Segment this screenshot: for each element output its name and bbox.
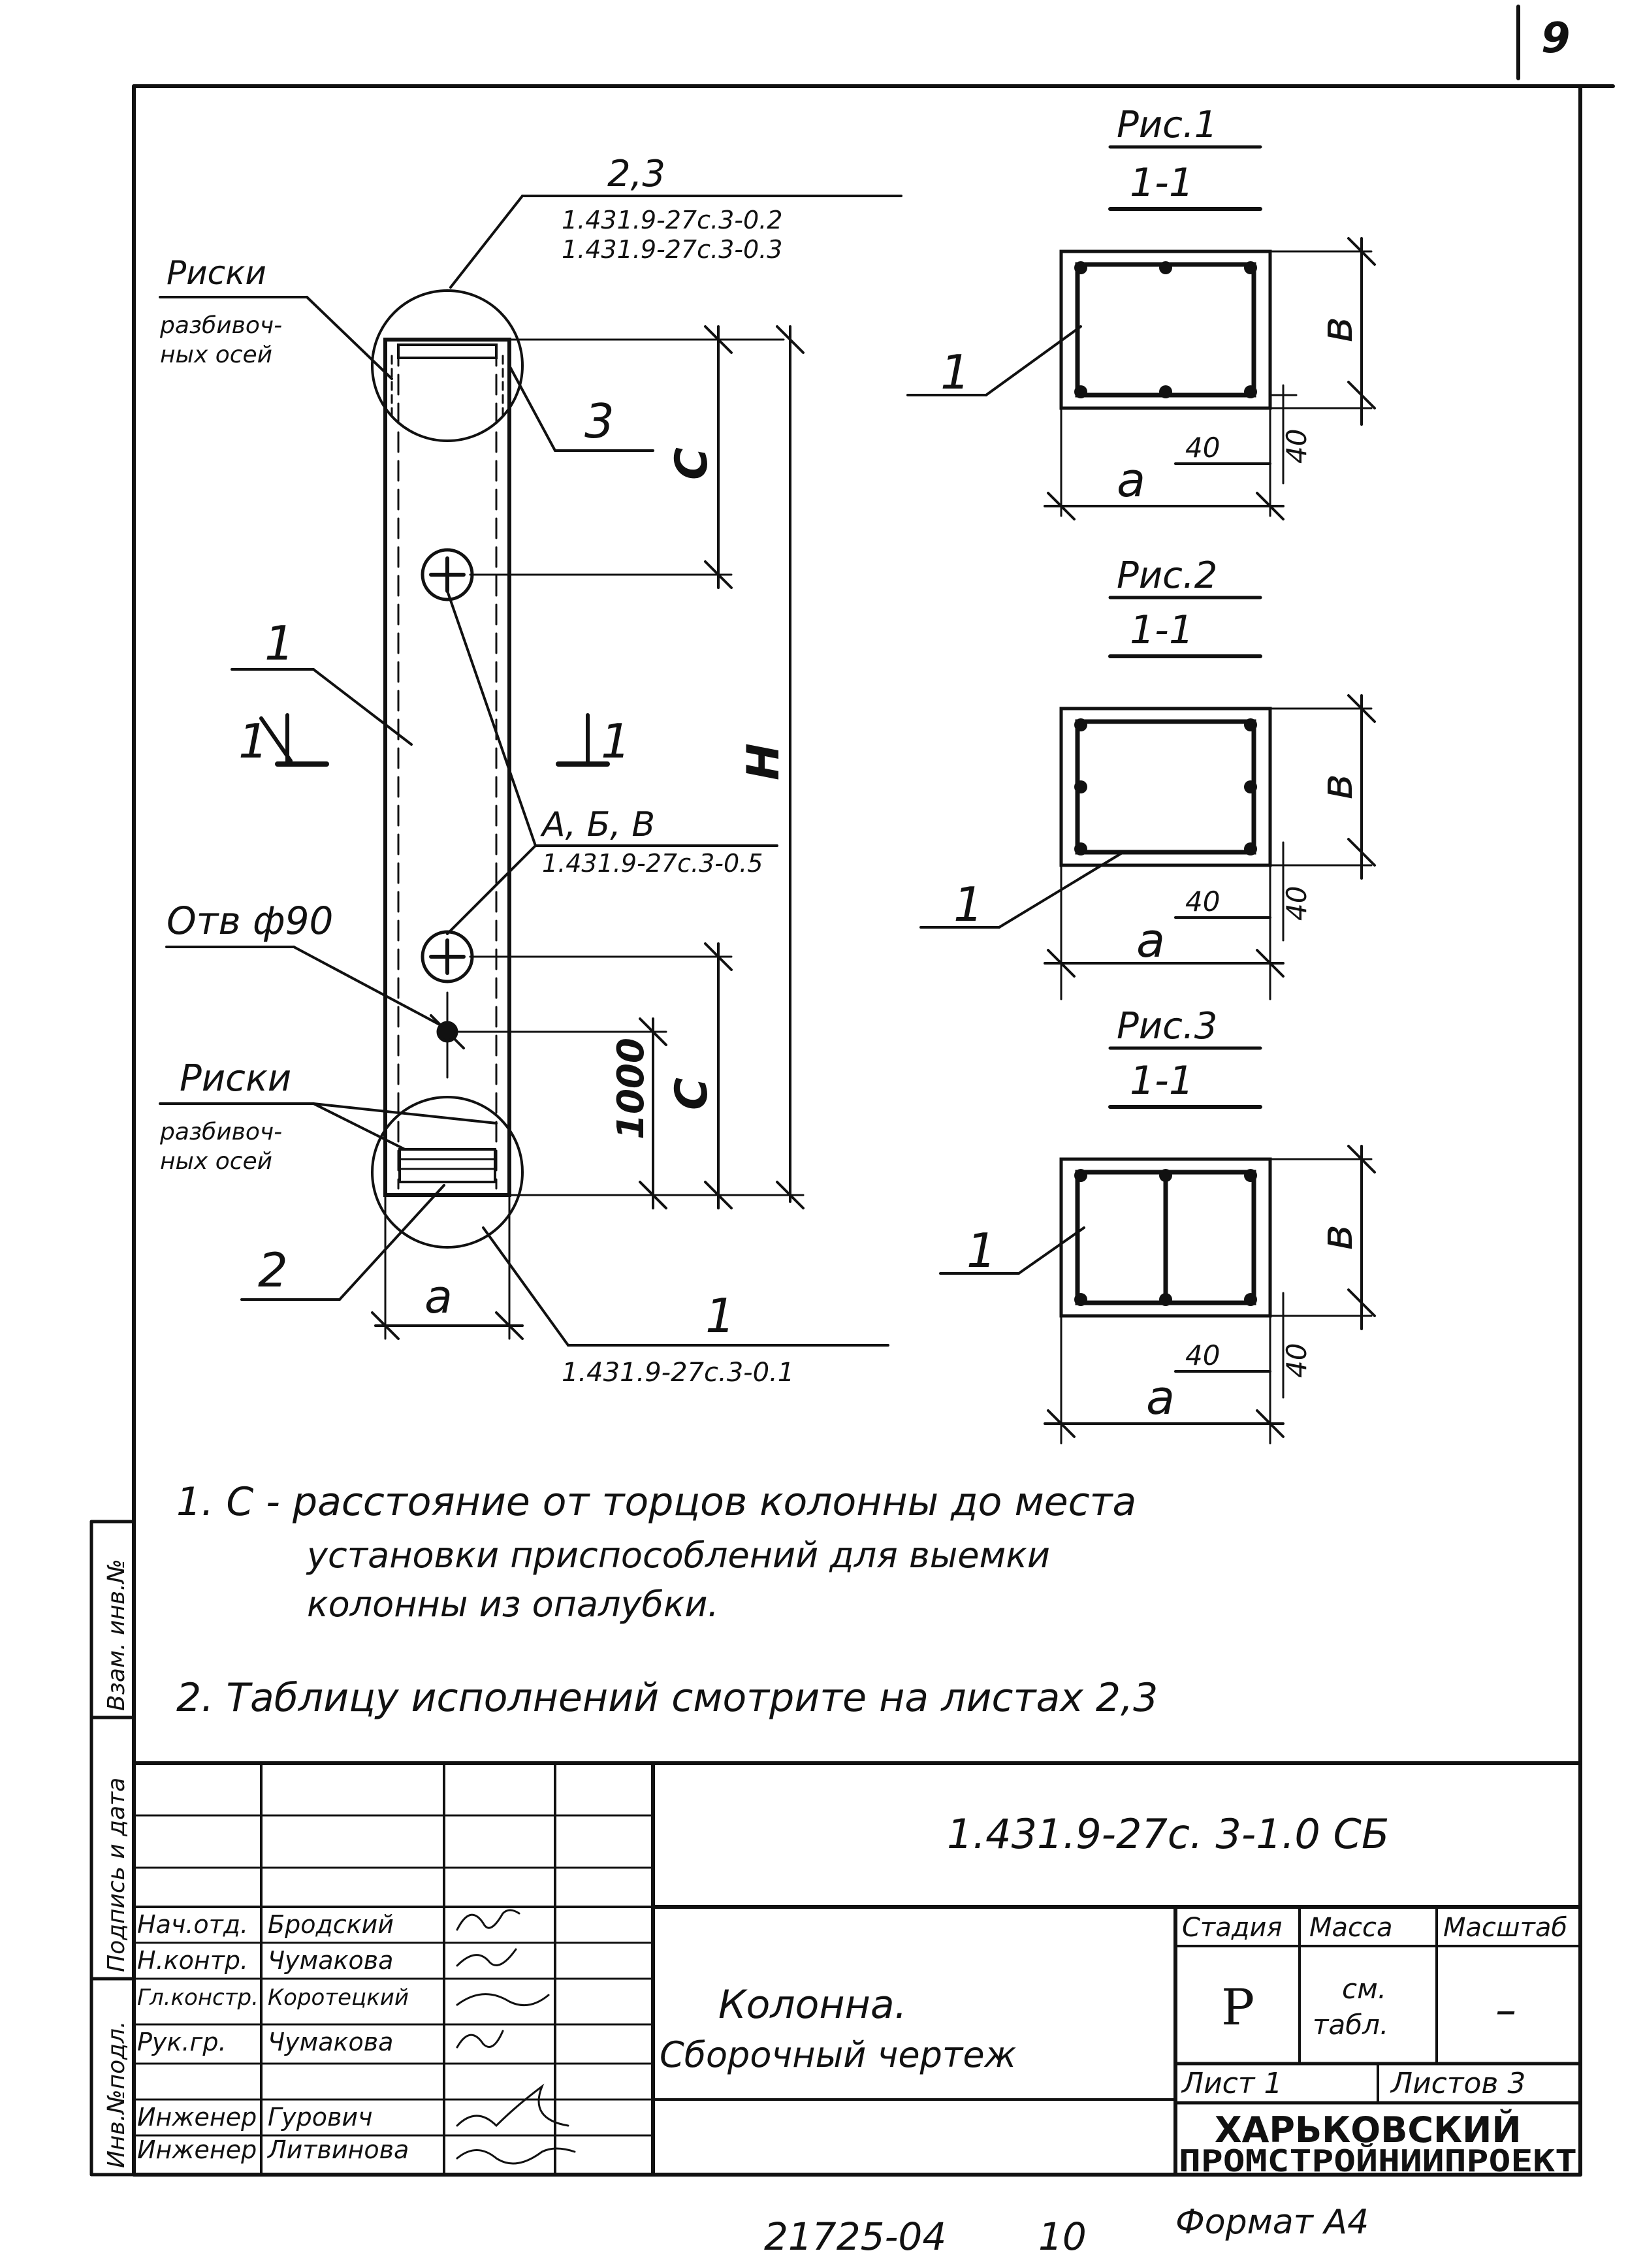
label-bottom-ref: 1.431.9-27с.3-0.1 [562, 1358, 794, 1388]
fig1-d40b: 40 [1281, 429, 1313, 464]
label-mark3: 3 [584, 394, 614, 449]
title-block: Нач.отд. Бродский Н.контр. Чумакова Гл.к… [132, 1761, 1582, 2179]
page-number: 9 [1541, 14, 1571, 63]
staff-name-6: Гурович [268, 2103, 373, 2132]
fig2-mark: 1 [953, 877, 983, 932]
note-1-line-1: 1. С - расстояние от торцов колонны до м… [176, 1479, 1136, 1525]
doc-code: 1.431.9-27с. 3-1.0 СБ [947, 1810, 1389, 1858]
dim-c-top: C [666, 447, 718, 480]
org-line-2: ПРОМСТРОЙНИИПРОЕКТ [1179, 2143, 1577, 2179]
staff-role-3: Гл.констр. [137, 1985, 259, 2011]
section-fig1: Рис.1 1-1 1 в a 40 40 [906, 104, 1376, 520]
fig1-dim-a: a [1117, 453, 1145, 507]
notes: 1. С - расстояние от торцов колонны до м… [176, 1479, 1158, 1721]
staff-role-7: Инженер [137, 2135, 257, 2164]
staff-role-1: Нач.отд. [137, 1910, 248, 1939]
label-risk-top-3: ных осей [160, 342, 272, 368]
fig2-d40a: 40 [1185, 886, 1220, 918]
fig2-d40b: 40 [1281, 886, 1313, 921]
dim-h: H [738, 743, 790, 780]
label-risk-top-2: разбивоч- [159, 312, 282, 339]
section-mark-right: 1 [601, 714, 631, 769]
label-mark2: 2 [258, 1243, 288, 1298]
fig3-d40a: 40 [1185, 1339, 1220, 1371]
title-line-2: Сборочный чертеж [660, 2034, 1017, 2075]
note-1-line-3: колонны из опалубки. [307, 1584, 719, 1625]
signatures [456, 1909, 576, 2165]
staff-name-1: Бродский [268, 1910, 394, 1939]
fig2-dim-a: a [1136, 913, 1165, 968]
fig1-dim-b: в [1311, 317, 1363, 343]
label-mark1: 1 [264, 616, 295, 671]
label-hole: Отв ф90 [167, 899, 333, 943]
label-risk-bot-3: ных осей [160, 1148, 272, 1175]
section-fig2: Рис.2 1-1 1 в a 40 40 [919, 554, 1376, 1000]
label-abv: А, Б, В [540, 805, 655, 844]
fig1-title: Рис.1 [1117, 104, 1217, 146]
fig2-cut: 1-1 [1130, 607, 1194, 653]
fig1-cut: 1-1 [1130, 160, 1194, 206]
staff-name-2: Чумакова [268, 1946, 393, 1975]
fig3-cut: 1-1 [1130, 1058, 1194, 1104]
staff-name-7: Литвинова [266, 2135, 409, 2164]
fig3-title: Рис.3 [1117, 1005, 1217, 1047]
label-top-ref2: 1.431.9-27с.3-0.3 [562, 235, 782, 264]
side-stamp: Инв.№подл. Подпись и дата Взам. инв.№ [89, 1520, 136, 2177]
scale-header: Масштаб [1443, 1913, 1567, 1943]
label-risk-bot-2: разбивоч- [159, 1119, 282, 1145]
stage-header: Стадия [1182, 1913, 1282, 1943]
org-line-1: ХАРЬКОВСКИЙ [1215, 2109, 1522, 2150]
sheet-number: Лист 1 [1181, 2067, 1282, 2100]
stamp-podpis: Подпись и дата [103, 1778, 130, 1972]
label-risk-bot-1: Риски [180, 1057, 291, 1100]
fig3-dim-b: в [1311, 1224, 1363, 1251]
footer-format: Формат А4 [1175, 2203, 1369, 2242]
label-top-ref1: 1.431.9-27с.3-0.2 [562, 206, 782, 234]
label-risk-top-1: Риски [167, 254, 266, 292]
note-1-line-2: установки приспособлений для выемки [306, 1535, 1050, 1576]
dim-1000: 1000 [610, 1038, 652, 1140]
label-abv-ref: 1.431.9-27с.3-0.5 [542, 849, 763, 878]
mass-value-1: см. [1342, 1973, 1386, 2005]
mass-value-2: табл. [1313, 2009, 1388, 2041]
label-top-marks: 2,3 [607, 153, 665, 195]
note-2: 2. Таблицу исполнений смотрите на листах… [176, 1675, 1158, 1721]
stage-value: Р [1221, 1978, 1254, 2036]
mass-header: Масса [1309, 1913, 1393, 1943]
staff-name-3: Коротецкий [268, 1985, 409, 2011]
title-line-1: Колонна. [718, 1982, 907, 2028]
stamp-vzam: Взам. инв.№ [103, 1559, 130, 1711]
fig3-dim-a: a [1146, 1370, 1175, 1425]
staff-role-2: Н.контр. [137, 1946, 248, 1975]
staff-role-6: Инженер [137, 2103, 257, 2132]
sheet-frame [132, 84, 1615, 2177]
label-bottom-mark: 1 [705, 1288, 735, 1343]
dim-c-bottom: C [666, 1078, 718, 1110]
fig2-dim-b: в [1311, 774, 1363, 800]
staff-role-4: Рук.гр. [137, 2028, 227, 2056]
staff-name-4: Чумакова [268, 2028, 393, 2056]
fig1-mark: 1 [940, 345, 970, 400]
footer-code: 21725-04 [764, 2214, 946, 2259]
section-fig3: Рис.3 1-1 1 в a 40 40 [939, 1005, 1376, 1445]
stamp-inv-podl: Инв.№подл. [103, 2021, 130, 2168]
fig1-d40a: 40 [1185, 432, 1220, 464]
footer: 21725-04 10 Формат А4 [764, 2203, 1369, 2259]
sheet-count: Листов 3 [1390, 2067, 1525, 2100]
footer-num: 10 [1038, 2214, 1087, 2259]
scale-value: – [1495, 1987, 1516, 2035]
fig3-mark: 1 [966, 1223, 997, 1278]
column-elevation: 2,3 1.431.9-27с.3-0.2 1.431.9-27с.3-0.3 … [159, 153, 902, 1388]
fig3-d40b: 40 [1281, 1343, 1313, 1378]
dim-a: a [424, 1270, 453, 1324]
fig2-title: Рис.2 [1117, 554, 1217, 597]
